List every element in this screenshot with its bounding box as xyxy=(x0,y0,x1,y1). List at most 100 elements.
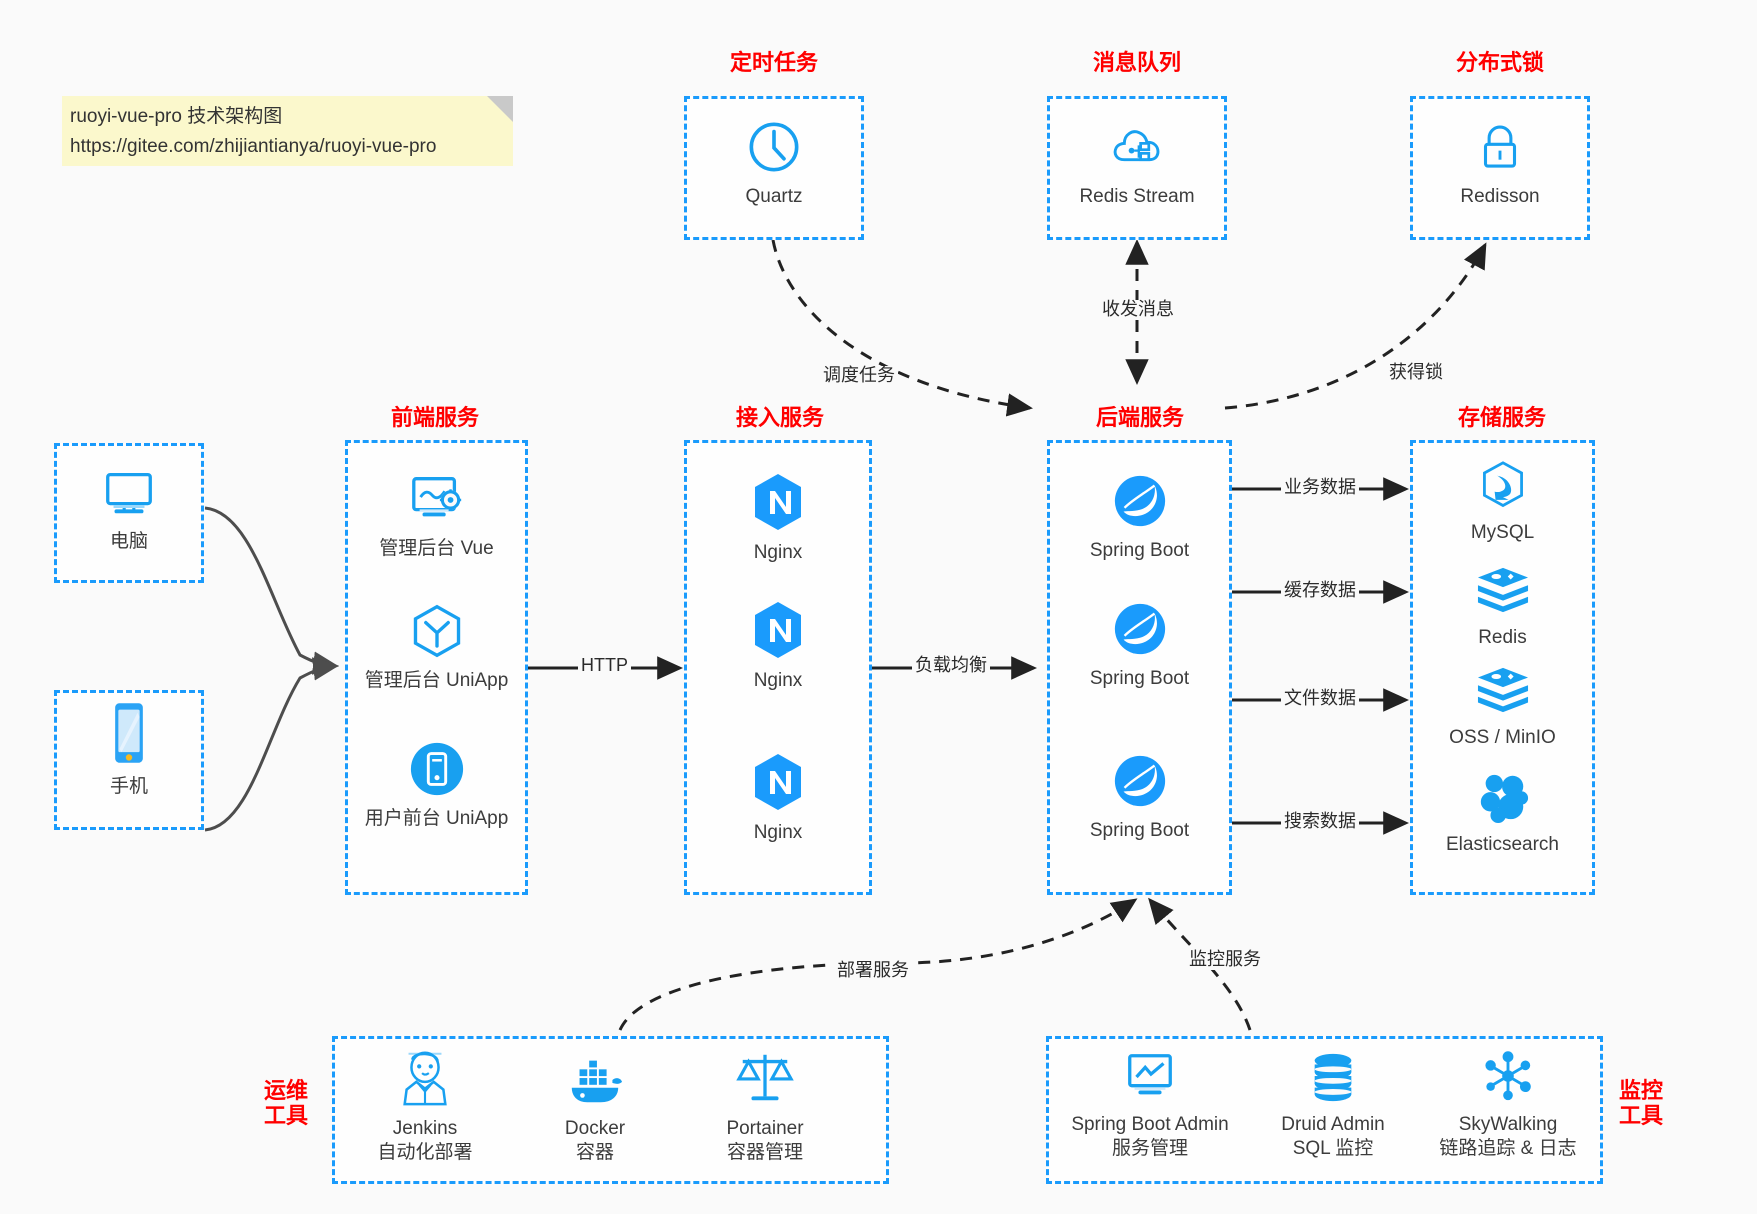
desktop-icon xyxy=(98,463,160,526)
note-line-2: https://gitee.com/zhijiantianya/ruoyi-vu… xyxy=(70,136,437,157)
monitor-title-line2: 工具 xyxy=(1618,1103,1663,1129)
node-portainer[interactable]: Portainer 容器管理 xyxy=(690,1048,840,1165)
node-nginx-3[interactable]: Nginx xyxy=(684,752,872,845)
monitor-title-line1: 监控 xyxy=(1618,1078,1663,1103)
node-oss-minio[interactable]: OSS / MinIO xyxy=(1410,665,1595,750)
node-label: Spring Boot xyxy=(1089,668,1190,689)
node-admin-uniapp[interactable]: 管理后台 UniApp xyxy=(345,602,528,693)
scales-icon xyxy=(735,1048,795,1113)
node-label: SkyWalking xyxy=(1458,1114,1558,1135)
jenkins-icon xyxy=(395,1046,455,1113)
edge-label-deploy-service: 部署服务 xyxy=(834,960,912,981)
group-title-frontend: 前端服务 xyxy=(390,405,479,430)
node-pc[interactable]: 电脑 xyxy=(54,463,204,554)
node-mysql[interactable]: MySQL xyxy=(1410,460,1595,545)
clock-icon xyxy=(745,118,803,181)
node-nginx-1[interactable]: Nginx xyxy=(684,472,872,565)
elasticsearch-icon xyxy=(1475,770,1531,829)
node-spring-boot-admin[interactable]: Spring Boot Admin 服务管理 xyxy=(1060,1050,1240,1161)
node-label: 管理后台 UniApp xyxy=(364,670,509,691)
nginx-icon xyxy=(750,752,806,817)
edge-label-monitor-service: 监控服务 xyxy=(1186,949,1264,970)
node-label: Nginx xyxy=(753,670,803,691)
database-icon xyxy=(1306,1050,1360,1109)
node-sublabel: 自动化部署 xyxy=(377,1141,473,1163)
node-sublabel: 链路追踪 & 日志 xyxy=(1439,1137,1577,1159)
edge-label-search-data: 搜索数据 xyxy=(1281,811,1359,832)
edge-get-lock xyxy=(1224,242,1487,410)
redis-icon xyxy=(1475,565,1531,622)
group-title-monitor: 监控 工具 xyxy=(1605,1078,1677,1129)
node-phone[interactable]: 手机 xyxy=(54,700,204,799)
node-label: Quartz xyxy=(745,186,803,207)
docker-icon xyxy=(564,1050,626,1113)
cloud-stream-icon xyxy=(1108,118,1166,181)
node-label: Redis xyxy=(1478,627,1527,648)
edge-label-business-data: 业务数据 xyxy=(1281,477,1359,498)
edge-schedule-task xyxy=(771,239,1033,417)
spring-boot-icon xyxy=(1111,472,1169,535)
edge-label-schedule-task: 调度任务 xyxy=(820,365,898,386)
redis-icon xyxy=(1475,665,1531,722)
group-title-gateway: 接入服务 xyxy=(735,405,824,430)
node-label: Spring Boot xyxy=(1089,540,1190,561)
node-springboot-3[interactable]: Spring Boot xyxy=(1047,752,1232,843)
node-label: Redis Stream xyxy=(1079,186,1195,207)
node-skywalking[interactable]: SkyWalking 链路追踪 & 日志 xyxy=(1428,1048,1588,1161)
node-label: Docker xyxy=(564,1118,626,1139)
node-druid-admin[interactable]: Druid Admin SQL 监控 xyxy=(1258,1050,1408,1161)
node-docker[interactable]: Docker 容器 xyxy=(520,1050,670,1165)
node-redis[interactable]: Redis xyxy=(1410,565,1595,650)
node-nginx-2[interactable]: Nginx xyxy=(684,600,872,693)
node-label: MySQL xyxy=(1470,522,1535,543)
edge-label-get-lock: 获得锁 xyxy=(1386,362,1446,383)
spring-boot-icon xyxy=(1111,600,1169,663)
node-sublabel: 容器 xyxy=(575,1141,614,1163)
nginx-icon xyxy=(750,472,806,537)
skywalking-icon xyxy=(1480,1048,1536,1109)
edge-label-mq: 收发消息 xyxy=(1099,299,1177,320)
note-fold-corner xyxy=(487,96,513,122)
lock-icon xyxy=(1471,118,1529,181)
group-box-distributed-lock[interactable] xyxy=(1410,96,1590,240)
group-title-devops: 运维 工具 xyxy=(250,1078,322,1129)
mobile-circle-icon xyxy=(408,740,466,803)
monitor-gear-icon xyxy=(405,470,469,533)
edge-phone-to-frontend xyxy=(204,657,339,832)
node-label: 用户前台 UniApp xyxy=(364,808,509,829)
node-springboot-1[interactable]: Spring Boot xyxy=(1047,472,1232,563)
node-label: 手机 xyxy=(109,776,148,797)
group-title-storage: 存储服务 xyxy=(1457,405,1546,430)
spring-boot-icon xyxy=(1111,752,1169,815)
node-springboot-2[interactable]: Spring Boot xyxy=(1047,600,1232,691)
group-box-message-queue[interactable] xyxy=(1047,96,1227,240)
node-label: 管理后台 Vue xyxy=(379,538,494,559)
node-sublabel: 服务管理 xyxy=(1111,1137,1188,1159)
node-user-uniapp[interactable]: 用户前台 UniApp xyxy=(345,740,528,831)
node-sublabel: 容器管理 xyxy=(726,1141,803,1163)
group-title-message-queue: 消息队列 xyxy=(1092,50,1181,75)
node-quartz[interactable]: Quartz xyxy=(684,118,864,209)
group-title-scheduled-task: 定时任务 xyxy=(729,50,818,75)
edge-label-file-data: 文件数据 xyxy=(1281,688,1359,709)
node-elasticsearch[interactable]: Elasticsearch xyxy=(1410,770,1595,857)
node-jenkins[interactable]: Jenkins 自动化部署 xyxy=(350,1046,500,1165)
node-redis-stream[interactable]: Redis Stream xyxy=(1047,118,1227,209)
edge-pc-to-frontend xyxy=(204,506,339,675)
group-box-devops[interactable] xyxy=(332,1036,889,1184)
group-title-distributed-lock: 分布式锁 xyxy=(1455,50,1544,75)
node-label: Redisson xyxy=(1460,186,1540,207)
group-title-backend: 后端服务 xyxy=(1095,405,1184,430)
node-label: Nginx xyxy=(753,822,803,843)
node-admin-vue[interactable]: 管理后台 Vue xyxy=(345,470,528,561)
node-label: Elasticsearch xyxy=(1446,834,1559,855)
node-label: Spring Boot xyxy=(1089,820,1190,841)
uniapp-hex-icon xyxy=(407,602,467,665)
note-card xyxy=(62,96,513,166)
node-label: Nginx xyxy=(753,542,803,563)
devops-title-line1: 运维 xyxy=(263,1078,308,1103)
node-sublabel: SQL 监控 xyxy=(1292,1137,1374,1159)
node-redisson[interactable]: Redisson xyxy=(1410,118,1590,209)
mysql-icon xyxy=(1477,460,1529,517)
